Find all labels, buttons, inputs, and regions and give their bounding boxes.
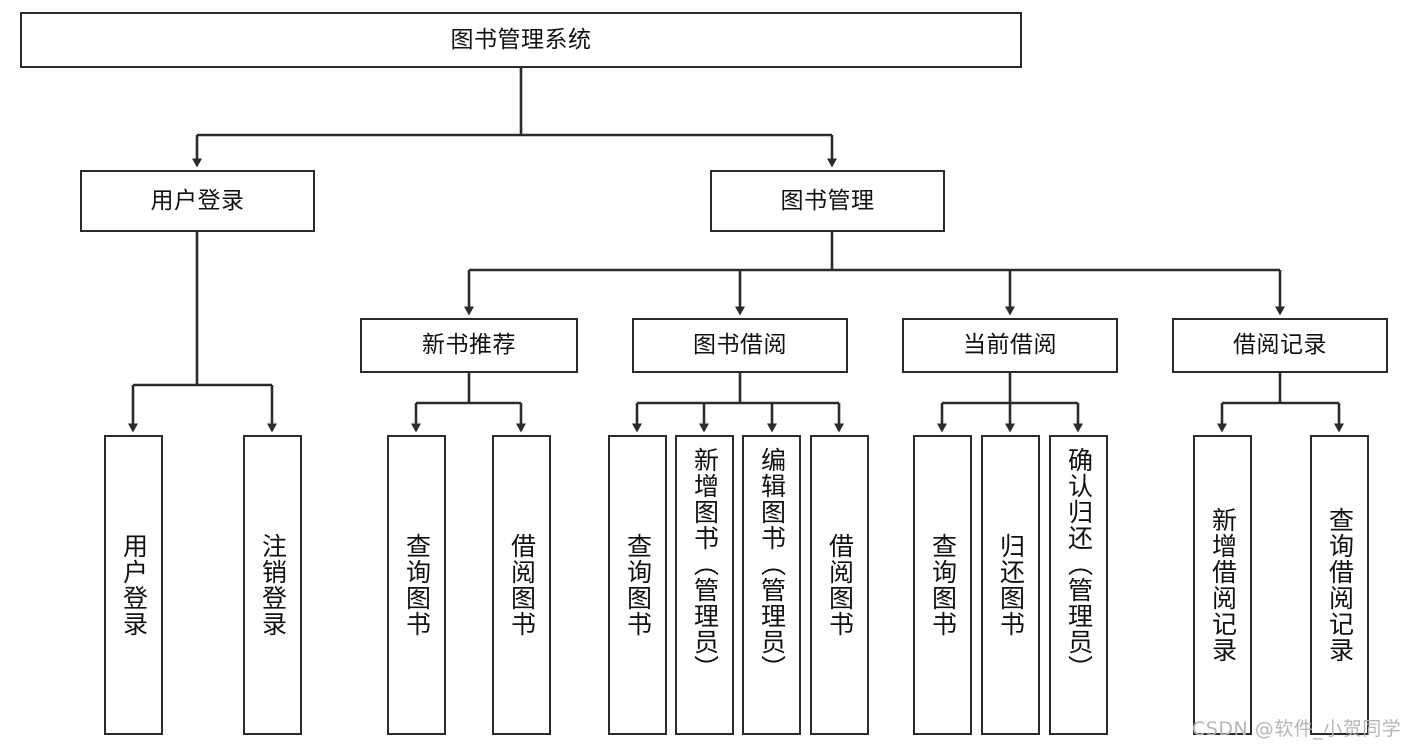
node-root-system[interactable]: 图书管理系统: [20, 12, 1022, 68]
node-label: 新书推荐: [422, 332, 516, 359]
leaf-borrow-book-1[interactable]: 借阅图书: [492, 435, 551, 735]
node-borrow-record[interactable]: 借阅记录: [1172, 318, 1388, 373]
leaf-user-logout[interactable]: 注销登录: [243, 435, 302, 735]
leaf-edit-book[interactable]: 编辑图书（管理员）: [742, 435, 801, 735]
leaf-add-record[interactable]: 新增借阅记录: [1193, 435, 1252, 735]
node-current-borrow[interactable]: 当前借阅: [902, 318, 1118, 373]
node-label: 借阅图书: [507, 533, 537, 637]
node-label: 图书管理系统: [450, 26, 592, 53]
leaf-borrow-book-2[interactable]: 借阅图书: [810, 435, 869, 735]
node-label: 编辑图书（管理员）: [757, 447, 787, 681]
leaf-query-record[interactable]: 查询借阅记录: [1310, 435, 1369, 735]
leaf-user-login[interactable]: 用户登录: [104, 435, 163, 735]
node-label: 查询图书: [928, 533, 958, 637]
leaf-confirm-return[interactable]: 确认归还（管理员）: [1049, 435, 1108, 735]
node-label: 查询借阅记录: [1325, 507, 1355, 663]
node-label: 借阅记录: [1233, 332, 1327, 359]
node-book-manage[interactable]: 图书管理: [710, 170, 945, 232]
node-label: 当前借阅: [963, 332, 1057, 359]
node-book-borrow[interactable]: 图书借阅: [632, 318, 848, 373]
leaf-return-book[interactable]: 归还图书: [981, 435, 1040, 735]
node-new-book-rec[interactable]: 新书推荐: [360, 318, 578, 373]
node-label: 图书管理: [780, 187, 875, 214]
leaf-query-book-2[interactable]: 查询图书: [608, 435, 667, 735]
node-label: 查询图书: [402, 533, 432, 637]
node-label: 新增图书（管理员）: [690, 447, 720, 681]
node-label: 用户登录: [119, 533, 149, 637]
leaf-add-book[interactable]: 新增图书（管理员）: [675, 435, 734, 735]
leaf-query-book-1[interactable]: 查询图书: [387, 435, 446, 735]
node-user-login[interactable]: 用户登录: [80, 170, 315, 232]
node-label: 用户登录: [150, 187, 245, 214]
node-label: 借阅图书: [825, 533, 855, 637]
node-label: 查询图书: [623, 533, 653, 637]
leaf-query-book-3[interactable]: 查询图书: [913, 435, 972, 735]
node-label: 图书借阅: [693, 332, 787, 359]
node-label: 新增借阅记录: [1208, 507, 1238, 663]
node-label: 注销登录: [258, 533, 288, 637]
node-label: 确认归还（管理员）: [1064, 447, 1094, 681]
node-label: 归还图书: [996, 533, 1026, 637]
watermark-text: CSDN @软件_小贺同学: [1192, 718, 1402, 740]
